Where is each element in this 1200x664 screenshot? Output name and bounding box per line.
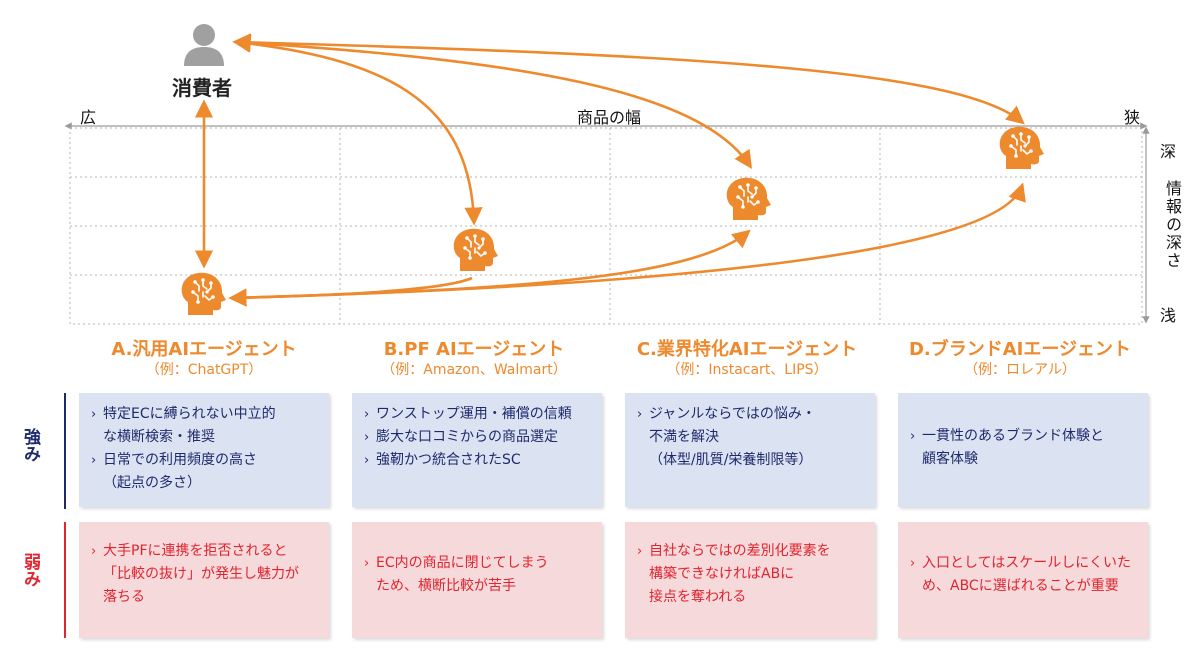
bullet-icon: › xyxy=(91,544,97,559)
column-b-strength-box: › ワンストップ運用・補償の信頼 › 膨大な口コミからの商品選定 › 強靭かつ統合され… xyxy=(352,393,602,507)
axis-middle-label: 情報の深さ xyxy=(1163,180,1182,270)
column-d-strength-box: › 一貫性のあるブランド体験と 顧客体験 xyxy=(898,393,1148,507)
list-item: › 大手PFに連携を拒否されると 「比較の抜け」が発生し魅力が 落ちる xyxy=(91,540,319,609)
item-text: 膨大な口コミからの商品選定 xyxy=(376,429,558,445)
item-text: 入口としてはスケールしにくいた め、ABCに選ばれることが重要 xyxy=(922,555,1132,594)
arrow-consumer-to-b xyxy=(232,34,483,226)
grid xyxy=(69,127,1143,325)
list-item: › 強靭かつ統合されたSC xyxy=(364,449,592,472)
column-a-strength-box: › 特定ECに縛られない中立的 な横断検索・推奨 › 日常での利用頻度の高さ （起点… xyxy=(79,393,329,507)
bullet-icon: › xyxy=(364,453,370,468)
weakness-row-bar xyxy=(64,522,66,638)
axis-left-label: 広 xyxy=(80,108,97,127)
bullet-icon: › xyxy=(910,429,916,444)
column-d-weakness-box: › 入口としてはスケールしにくいた め、ABCに選ばれることが重要 xyxy=(898,522,1148,638)
list-item: › 膨大な口コミからの商品選定 xyxy=(364,426,592,449)
axis-right-label: 狭 xyxy=(1124,108,1141,127)
agent-c-brain-icon xyxy=(725,176,772,221)
weakness-row-text: 弱み xyxy=(20,553,40,587)
item-text: ワンストップ運用・補償の信頼 xyxy=(376,406,572,422)
item-text: 特定ECに縛られない中立的 な横断検索・推奨 xyxy=(103,406,276,445)
agent-d-brain-icon xyxy=(998,125,1045,170)
item-text: 強靭かつ統合されたSC xyxy=(376,452,521,468)
item-text: 自社ならではの差別化要素を 構築できなければABに 接点を奪われる xyxy=(649,543,831,605)
column-b-weakness-box: › EC内の商品に閉じてしまう ため、横断比較が苦手 xyxy=(352,522,602,638)
column-c-title: C.業界特化AIエージェント xyxy=(636,339,858,360)
column-a-weakness-box: › 大手PFに連携を拒否されると 「比較の抜け」が発生し魅力が 落ちる xyxy=(79,522,329,638)
bullet-icon: › xyxy=(91,453,97,468)
bullet-icon: › xyxy=(637,544,643,559)
item-text: EC内の商品に閉じてしまう ため、横断比較が苦手 xyxy=(376,555,549,594)
bullet-icon: › xyxy=(637,407,643,422)
axis-bottom-label: 浅 xyxy=(1160,306,1177,325)
bullet-icon: › xyxy=(364,556,370,571)
bullet-icon: › xyxy=(364,407,370,422)
bullet-icon: › xyxy=(364,430,370,445)
item-text: 大手PFに連携を拒否されると 「比較の抜け」が発生し魅力が 落ちる xyxy=(103,543,299,605)
agent-a-brain-icon xyxy=(180,271,227,316)
bullet-icon: › xyxy=(91,407,97,422)
column-d-example: （例：ロレアル） xyxy=(964,362,1076,378)
strength-row-text: 強み xyxy=(20,428,40,462)
list-item: › 日常での利用頻度の高さ （起点の多さ） xyxy=(91,449,319,495)
agent-b-brain-icon xyxy=(452,227,499,272)
list-item: › 一貫性のあるブランド体験と 顧客体験 xyxy=(910,425,1138,471)
list-item: › 入口としてはスケールしにくいた め、ABCに選ばれることが重要 xyxy=(910,552,1138,598)
weakness-row-label: 弱み xyxy=(10,553,50,587)
item-text: 一貫性のあるブランド体験と 顧客体験 xyxy=(922,428,1104,467)
column-c-strength-box: › ジャンルならではの悩み・ 不満を解決 （体型/肌質/栄養制限等） xyxy=(625,393,875,507)
arrow-a-to-d xyxy=(228,182,1026,307)
list-item: › EC内の商品に閉じてしまう ため、横断比較が苦手 xyxy=(364,552,592,598)
bullet-icon: › xyxy=(910,556,916,571)
column-d-title: D.ブランドAIエージェント xyxy=(908,339,1132,360)
consumer-label: 消費者 xyxy=(172,76,232,100)
list-item: › ジャンルならではの悩み・ 不満を解決 （体型/肌質/栄養制限等） xyxy=(637,403,865,472)
strength-row-label: 強み xyxy=(10,428,50,462)
column-c-example: （例：Instacart、LIPS） xyxy=(666,362,828,378)
strength-row-bar xyxy=(64,393,66,509)
column-a-title: A.汎用AIエージェント xyxy=(111,339,297,360)
consumer-icon xyxy=(184,24,224,66)
column-a-example: （例：ChatGPT） xyxy=(145,362,263,378)
column-c-weakness-box: › 自社ならではの差別化要素を 構築できなければABに 接点を奪われる xyxy=(625,522,875,638)
column-b-example: （例：Amazon、Walmart） xyxy=(381,362,567,378)
column-b-title: B.PF AIエージェント xyxy=(383,339,565,360)
item-text: ジャンルならではの悩み・ 不満を解決 （体型/肌質/栄養制限等） xyxy=(649,406,816,468)
list-item: › 自社ならではの差別化要素を 構築できなければABに 接点を奪われる xyxy=(637,540,865,609)
axis-top-label: 深 xyxy=(1160,142,1177,161)
item-text: 日常での利用頻度の高さ （起点の多さ） xyxy=(103,452,257,491)
axis-center-label: 商品の幅 xyxy=(577,108,642,127)
list-item: › 特定ECに縛られない中立的 な横断検索・推奨 xyxy=(91,403,319,449)
arrow-consumer-to-d xyxy=(232,33,1025,125)
list-item: › ワンストップ運用・補償の信頼 xyxy=(364,403,592,426)
